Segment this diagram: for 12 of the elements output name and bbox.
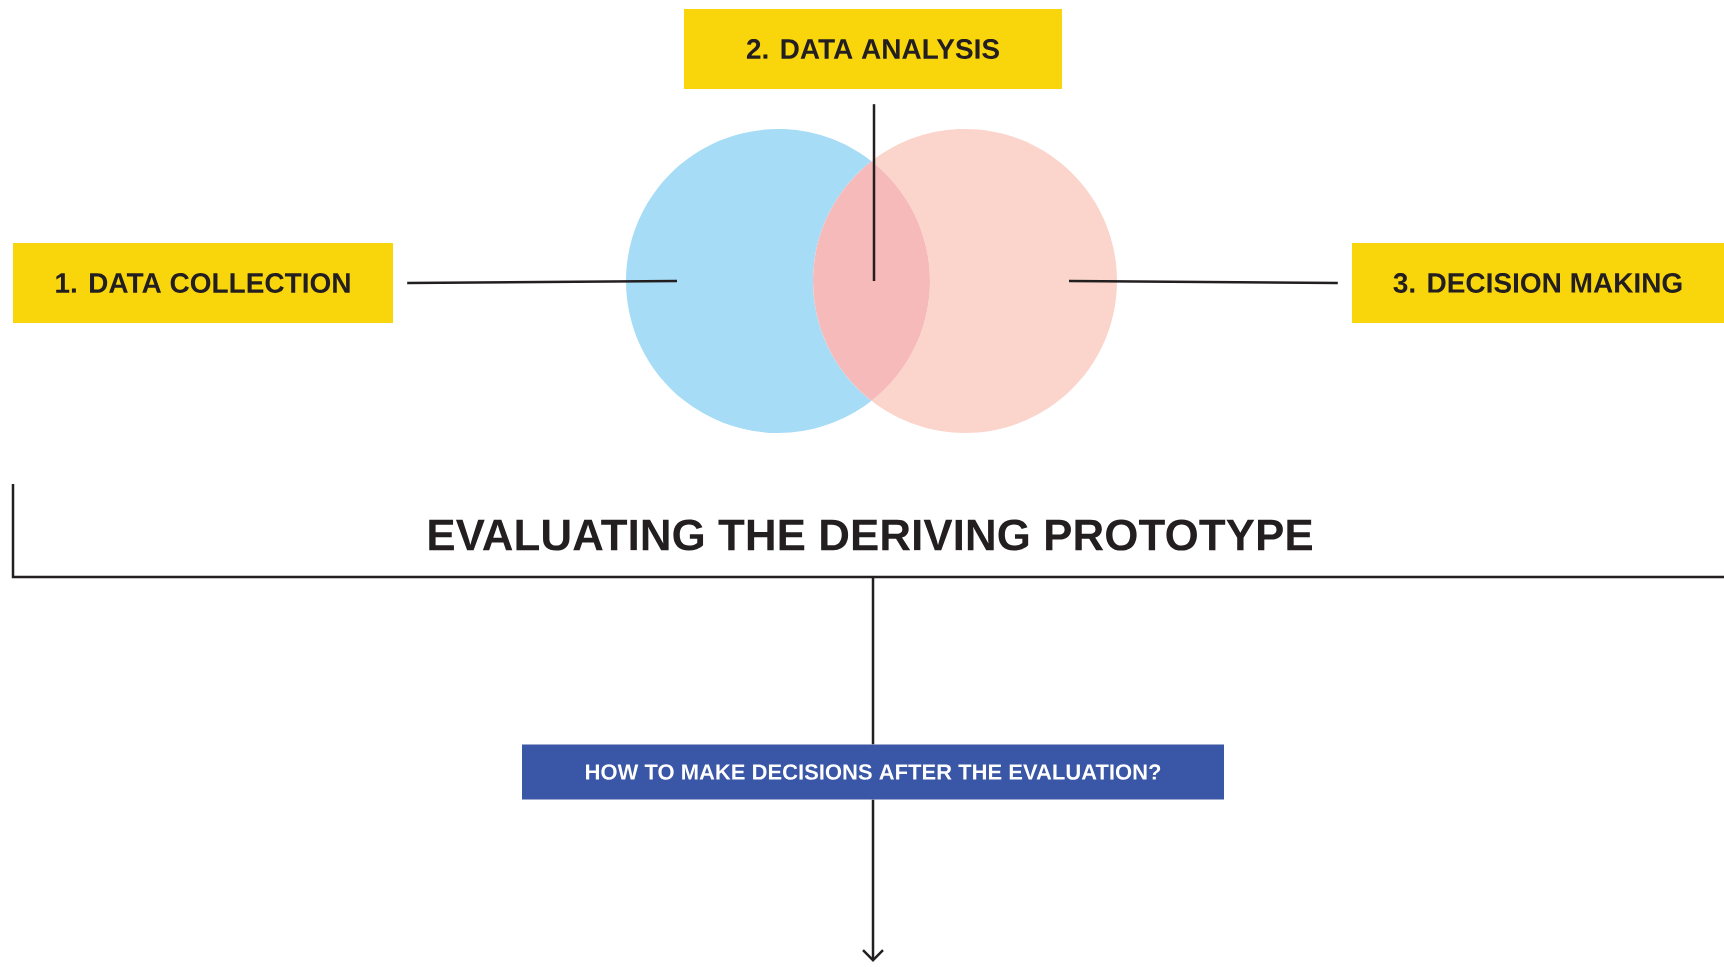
title: EVALUATING THE DERIVING PROTOTYPE (429, 519, 1312, 551)
circle-overlap (813, 161, 930, 401)
connector-line (407, 279, 678, 285)
label-box: 1. DATA COLLECTION (13, 243, 393, 323)
question-box: HOW TO MAKE DECISIONS AFTER THE EVALUATION? (522, 744, 1224, 800)
arrow (862, 799, 884, 962)
connector-line (872, 104, 876, 281)
label-box: 3. DECISION MAKING (1352, 243, 1724, 323)
bracket (11, 484, 1724, 579)
label-box: 2. DATA ANALYSIS (684, 9, 1062, 89)
connector-line (1069, 279, 1338, 285)
connector-line (871, 577, 875, 745)
